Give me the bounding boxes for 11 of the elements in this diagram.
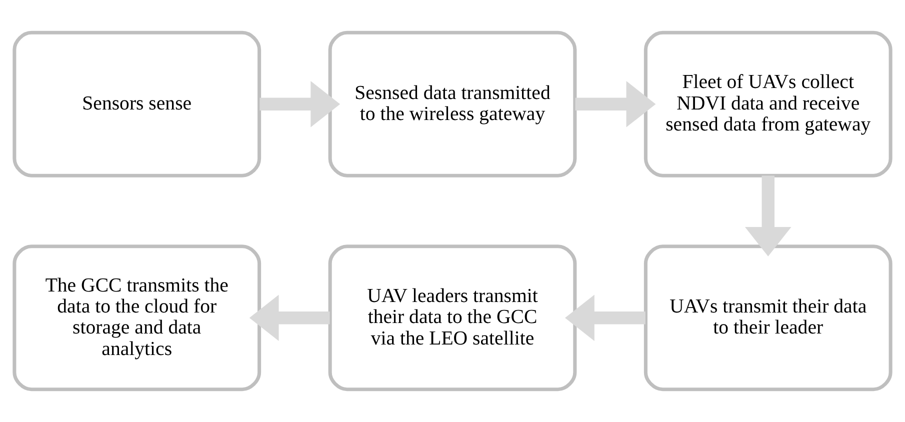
- arrow: [744, 176, 792, 256]
- node-box: Sesnsed data transmitted to the wireless gateway: [328, 30, 577, 178]
- node-box: UAVs transmit their data to their leader: [644, 244, 892, 392]
- node-box: UAV leaders transmit their data to the GCC via the LEO satellite: [328, 244, 577, 392]
- arrow: [260, 80, 340, 128]
- node-box: Fleet of UAVs collect NDVI data and receive sensed data from gateway: [644, 30, 892, 178]
- arrow: [575, 80, 656, 128]
- node-box: Sensors sense: [12, 30, 262, 178]
- arrow: [565, 294, 646, 342]
- arrow: [249, 294, 330, 342]
- node-box: The GCC transmits the data to the cloud for storage and data analytics: [12, 244, 262, 392]
